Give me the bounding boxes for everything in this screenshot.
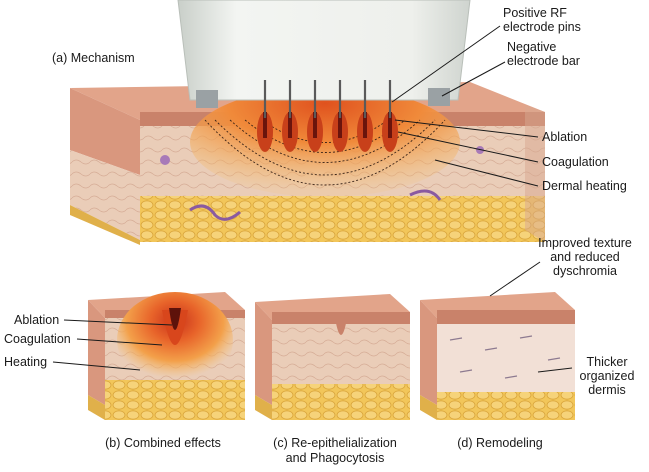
panel-a-leaders [391, 25, 539, 187]
label-improved-line3: dyschromia [553, 264, 617, 278]
negative-electrode-bar-right [428, 88, 450, 106]
label-coagulation: Coagulation [542, 155, 609, 169]
label-negative-bar-line2: electrode bar [507, 54, 580, 68]
panel-b-skin-block [88, 292, 245, 420]
panel-b-caption: (b) Combined effects [105, 436, 221, 450]
label-ablation: Ablation [542, 130, 588, 144]
label-positive-pins-line1: Positive RF [503, 6, 567, 20]
label-positive-pins-line2: electrode pins [503, 20, 581, 34]
panel-d-skin-block [420, 292, 575, 420]
positive-rf-pins [263, 80, 392, 118]
panel-d-caption: (d) Remodeling [457, 436, 543, 450]
panel-a-title: (a) Mechanism [52, 51, 135, 65]
label-improved-line1: Improved texture [538, 236, 632, 250]
label-b-ablation: Ablation [14, 313, 60, 327]
panel-c-caption-line1: (c) Re-epithelialization [273, 436, 397, 450]
label-thicker-line2: organized [579, 369, 635, 383]
label-thicker-line3: dermis [588, 383, 626, 397]
label-b-coagulation: Coagulation [4, 332, 71, 346]
panel-a-skin-block [70, 82, 545, 245]
label-improved-line2: and reduced [550, 250, 620, 264]
panel-d-leaders [489, 261, 573, 373]
ablation-columns [263, 112, 392, 138]
d-collagen-fibers [449, 335, 561, 379]
panel-c-caption-line2: and Phagocytosis [285, 451, 385, 465]
panel-c-skin-block [255, 294, 410, 420]
panel-a-left-face [70, 88, 140, 175]
label-dermal-heating: Dermal heating [542, 179, 627, 193]
panel-b-leaders [52, 319, 173, 371]
label-b-heating: Heating [4, 355, 48, 369]
label-thicker-line1: Thicker [586, 355, 628, 369]
c-healing-column [334, 312, 348, 335]
device-housing [177, 0, 471, 101]
rf-device [177, 0, 471, 118]
heating-zone [190, 87, 460, 197]
negative-electrode-bar-left [196, 90, 218, 108]
panel-a-fat-layer [140, 196, 545, 242]
label-negative-bar-line1: Negative [507, 40, 557, 54]
